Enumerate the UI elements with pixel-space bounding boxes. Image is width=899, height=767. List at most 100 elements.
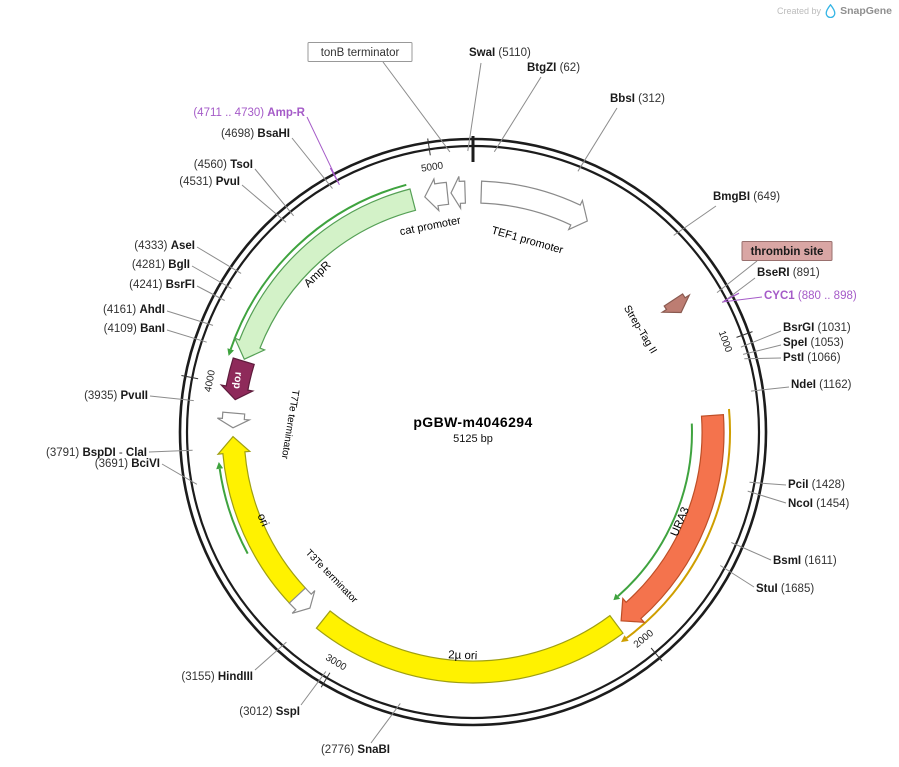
site-label-part: (891) [790, 267, 820, 279]
site-label-tonB-terminator-label[interactable]: tonB terminator [321, 47, 400, 59]
ura3-orf-arc-arrowhead [613, 593, 621, 601]
site-label-part: BciVI [131, 458, 160, 470]
site-label-BsaHI[interactable]: (4698) BsaHI [221, 128, 290, 140]
site-label-AseI[interactable]: (4333) AseI [134, 240, 195, 252]
leader-BanI [166, 329, 207, 343]
feature-T7Te-terminator[interactable] [217, 411, 252, 429]
ura3-orf-arc [617, 423, 693, 598]
site-label-part: (1031) [814, 322, 851, 334]
site-label-BspDI-ClaI[interactable]: (3791) BspDI - ClaI [46, 447, 147, 459]
leader-SspI [300, 671, 327, 706]
site-label-CYC1[interactable]: CYC1 (880 .. 898) [764, 290, 857, 302]
site-label-thrombin-site[interactable]: thrombin site [751, 246, 824, 258]
site-label-AhdI[interactable]: (4161) AhdI [103, 304, 165, 316]
site-label-NdeI[interactable]: NdeI (1162) [791, 379, 852, 391]
site-label-part: (4560) [194, 159, 230, 171]
scale-tick [181, 375, 199, 380]
feature-ori[interactable] [216, 435, 307, 605]
site-label-PciI[interactable]: PciI (1428) [788, 479, 845, 491]
scale-tick-label: 5000 [420, 160, 444, 174]
site-label-part: StuI [756, 583, 778, 595]
site-label-PvuI[interactable]: (4531) PvuI [179, 176, 240, 188]
label-box-tonB-terminator-label[interactable] [307, 42, 413, 62]
site-label-BsrFI[interactable]: (4241) BsrFI [129, 279, 195, 291]
feature-AmpR[interactable] [233, 188, 417, 360]
site-label-part: (4161) [103, 304, 139, 316]
plasmid-ring-inner [185, 144, 761, 720]
site-label-part: BglI [168, 259, 190, 271]
site-label-BciVI[interactable]: (3691) BciVI [95, 458, 160, 470]
leader-CYC1 [722, 296, 763, 303]
plasmid-ring-outer [178, 137, 768, 727]
ampr-orf-arc-arrowhead [227, 348, 234, 356]
site-label-Amp-R[interactable]: (4711 .. 4730) Amp-R [193, 107, 305, 119]
site-label-part: (4531) [179, 176, 215, 188]
ori-orf-arc-arrowhead [216, 462, 224, 470]
site-label-BsmI[interactable]: BsmI (1611) [773, 555, 837, 567]
site-label-SspI[interactable]: (3012) SspI [239, 706, 300, 718]
site-label-BmgBI[interactable]: BmgBI (649) [713, 191, 780, 203]
site-label-part: BsrGI [783, 322, 814, 334]
feature-TEF1-promoter[interactable] [480, 180, 588, 231]
feature-2u-ori[interactable] [315, 610, 624, 684]
site-label-part: BbsI [610, 93, 635, 105]
site-label-part: PvuII [121, 390, 148, 402]
site-mark-CYC1 [723, 292, 740, 302]
site-label-BseRI[interactable]: BseRI (891) [757, 267, 820, 279]
site-label-TsoI[interactable]: (4560) TsoI [194, 159, 253, 171]
feature-label-T7Te-terminator: T7Te terminator [279, 389, 301, 461]
site-label-SpeI[interactable]: SpeI (1053) [783, 337, 844, 349]
feature-rop[interactable] [219, 357, 255, 401]
scale-tick [736, 331, 753, 338]
site-label-BanI[interactable]: (4109) BanI [104, 323, 165, 335]
feature-T3Te-terminator[interactable] [288, 587, 316, 614]
site-label-part: SspI [276, 706, 300, 718]
leader-BsrGI [740, 330, 782, 348]
leader-thrombin-site [716, 260, 758, 293]
site-label-part: (4698) [221, 128, 257, 140]
feature-label-TEF1-promoter: TEF1 promoter [490, 225, 565, 257]
site-label-HindIII[interactable]: (3155) HindIII [181, 671, 253, 683]
site-label-BsrGI[interactable]: BsrGI (1031) [783, 322, 851, 334]
site-label-part: (1428) [808, 479, 845, 491]
site-label-part: BsmI [773, 555, 801, 567]
site-label-NcoI[interactable]: NcoI (1454) [788, 498, 850, 510]
site-label-part: BmgBI [713, 191, 750, 203]
site-label-part: (1162) [816, 379, 852, 391]
scale-tick-label: 4000 [203, 369, 218, 393]
leader-SpeI [742, 344, 782, 355]
site-label-BtgZI[interactable]: BtgZI (62) [527, 62, 580, 74]
feature-Strep-Tag-II[interactable] [660, 293, 691, 314]
site-label-SwaI[interactable]: SwaI (5110) [469, 47, 531, 59]
site-label-BglI[interactable]: (4281) BglI [132, 259, 190, 271]
site-label-PstI[interactable]: PstI (1066) [783, 352, 841, 364]
leader-BsaHI [291, 137, 333, 189]
site-label-PvuII[interactable]: (3935) PvuII [84, 390, 148, 402]
site-label-BbsI[interactable]: BbsI (312) [610, 93, 665, 105]
leader-NdeI [750, 386, 790, 392]
label-box-thrombin-site[interactable] [741, 241, 833, 261]
site-label-part: AseI [171, 240, 195, 252]
site-label-part: NdeI [791, 379, 816, 391]
site-label-part: (3155) [181, 671, 217, 683]
feature-URA3[interactable] [620, 414, 725, 623]
leader-SnaBI [370, 703, 401, 744]
feature-label-2u-ori: 2µ ori [448, 649, 477, 662]
feature-tonB-terminator[interactable] [450, 176, 467, 211]
watermark: Created by SnapGene [777, 4, 892, 18]
leader-StuI [720, 565, 755, 588]
site-label-part: BsaHI [257, 128, 290, 140]
site-label-StuI[interactable]: StuI (1685) [756, 583, 814, 595]
site-label-part: TsoI [230, 159, 253, 171]
leader-BglI [191, 265, 232, 289]
leader-BbsI [577, 107, 618, 172]
site-label-part: (880 .. 898) [795, 290, 857, 302]
site-label-SnaBI[interactable]: (2776) SnaBI [321, 744, 390, 756]
leader-AhdI [166, 310, 214, 326]
site-label-part: (4711 .. 4730) [193, 107, 267, 119]
watermark-brand: SnapGene [840, 5, 892, 17]
ori-orf-arc [218, 468, 249, 555]
site-label-part: SwaI [469, 47, 495, 59]
feature-cat-promoter[interactable] [424, 177, 450, 213]
